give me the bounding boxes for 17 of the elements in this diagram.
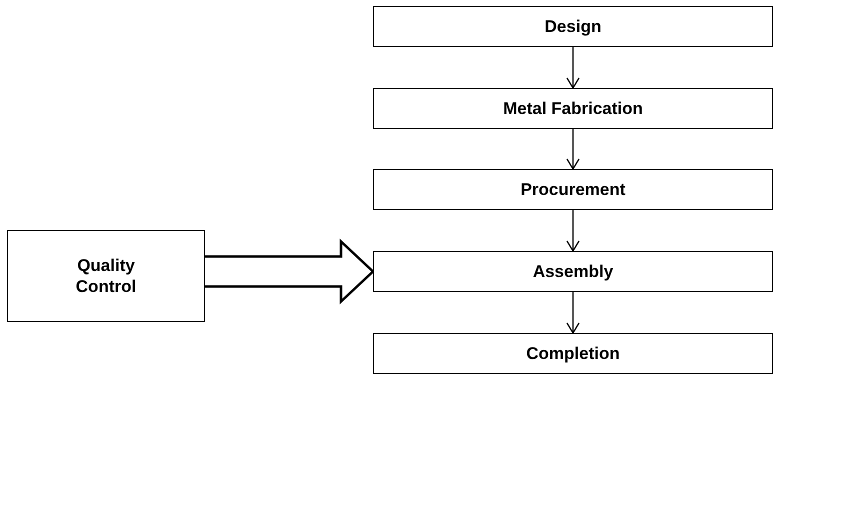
arrow bbox=[566, 210, 580, 252]
process-box bbox=[373, 88, 773, 129]
arrow bbox=[566, 292, 580, 334]
box-label: Design bbox=[544, 16, 602, 38]
process-box bbox=[373, 169, 773, 210]
process-box bbox=[373, 251, 773, 292]
process-box bbox=[373, 333, 773, 374]
process-box bbox=[373, 6, 773, 47]
arrow bbox=[566, 47, 580, 89]
box-label: Completion bbox=[526, 342, 620, 364]
box-label: Quality Control bbox=[74, 254, 138, 298]
process-box bbox=[7, 230, 205, 322]
arrow bbox=[566, 129, 580, 170]
box-label: Metal Fabrication bbox=[503, 98, 643, 120]
box-label: Assembly bbox=[532, 260, 614, 282]
box-label: Procurement bbox=[520, 178, 626, 200]
block-arrow bbox=[204, 238, 375, 304]
